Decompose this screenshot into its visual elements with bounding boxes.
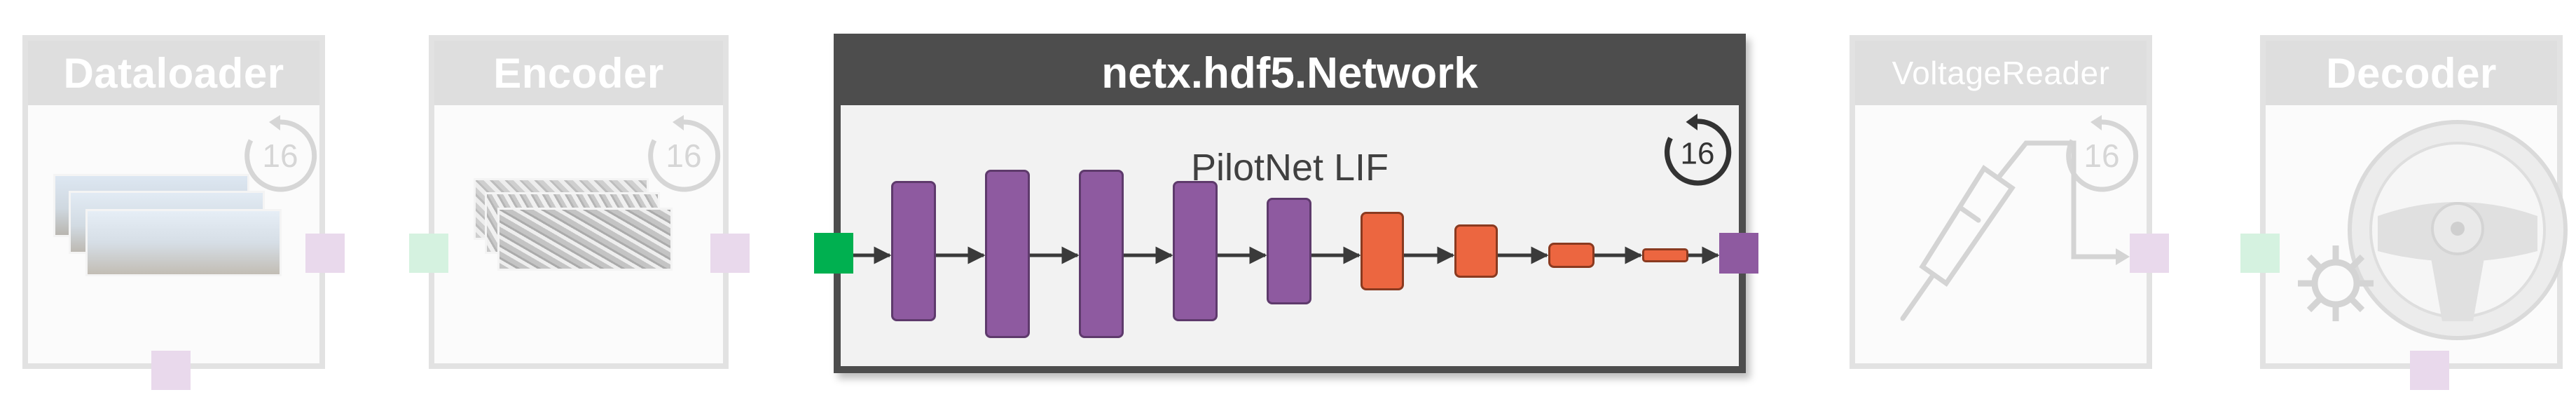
dataloader-loop-count: 16 [262, 137, 298, 174]
layer-dense-1 [1361, 212, 1404, 290]
dataloader-output-port [305, 234, 345, 273]
steering-wheel-icon [2348, 120, 2568, 340]
network-block: netx.hdf5.Network PilotNet LIF 16 [814, 34, 1758, 373]
network-title: netx.hdf5.Network [841, 41, 1739, 105]
decoder-bottom-port [2410, 351, 2449, 390]
road-image [85, 209, 282, 276]
loop-icon: 16 [1664, 114, 1732, 186]
dataloader-title: Dataloader [28, 41, 319, 105]
decoder-input-port [2240, 234, 2280, 273]
layer-conv-1 [891, 181, 936, 321]
voltage-reader-block: VoltageReader 16 [1850, 35, 2169, 369]
encoder-title: Encoder [434, 41, 723, 105]
probe-icon [1900, 140, 2130, 321]
encoder-output-port [710, 234, 750, 273]
layer-conv-4 [1173, 181, 1218, 321]
layer-conv-5 [1267, 198, 1311, 304]
encoder-block: Encoder 16 [409, 35, 750, 369]
voltage-reader-loop-count: 16 [2083, 137, 2119, 174]
gear-icon [2298, 245, 2374, 321]
layer-dense-4 [1642, 248, 1688, 262]
decoder-block: Decoder [2240, 35, 2568, 369]
layer-dense-2 [1454, 224, 1498, 278]
network-loop-count: 16 [1681, 137, 1715, 171]
dataloader-block: Dataloader 16 [22, 35, 345, 369]
dataloader-bottom-port [151, 351, 191, 390]
network-input-port [814, 233, 853, 274]
encoder-loop-count: 16 [666, 137, 701, 174]
network-output-port [1719, 233, 1758, 274]
voltage-reader-output-port [2130, 234, 2169, 273]
layer-dense-3 [1548, 243, 1594, 268]
layer-conv-2 [985, 170, 1030, 338]
loop-icon: 16 [648, 115, 721, 192]
network-subtitle: PilotNet LIF [1190, 147, 1389, 189]
loop-icon: 16 [2066, 115, 2139, 192]
encoder-input-port [409, 234, 448, 273]
spike-image [497, 208, 673, 271]
decoder-title: Decoder [2266, 41, 2557, 105]
network-diagram [853, 246, 1720, 264]
layer-conv-3 [1079, 170, 1124, 338]
voltage-reader-title: VoltageReader [1855, 41, 2147, 105]
loop-icon: 16 [244, 115, 317, 192]
